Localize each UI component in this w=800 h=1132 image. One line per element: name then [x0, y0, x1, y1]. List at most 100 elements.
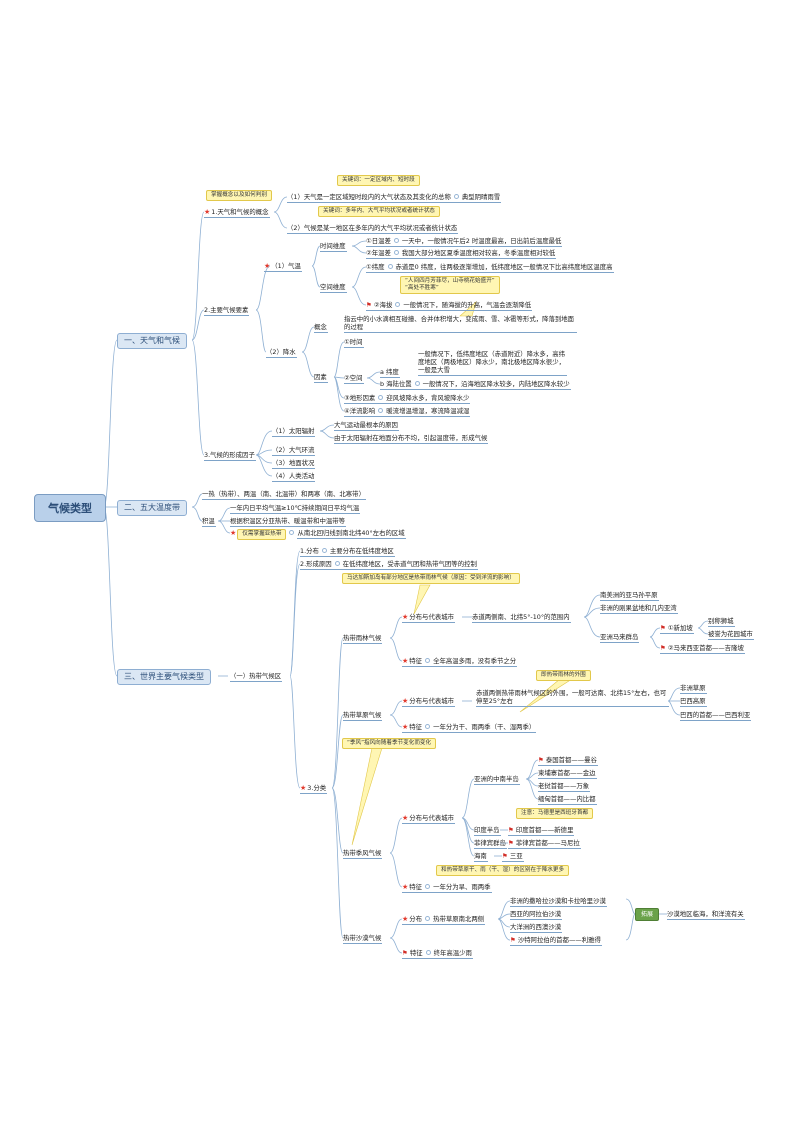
vientiane[interactable]: 老挝首都——万象 — [538, 782, 591, 792]
factor-circulation[interactable]: （2）大气环流 — [272, 446, 316, 456]
elements-node[interactable]: 2.主要气候要素 — [204, 306, 250, 316]
dot-icon — [414, 381, 420, 386]
temp-altitude[interactable]: ⚑②海拔一般情况下，随海拔的升高，气温会逐渐降低 — [366, 301, 533, 311]
prec-sea-land[interactable]: b 海陆位置一般情况下，沿海地区降水较多，内陆地区降水较少 — [380, 380, 571, 390]
rainforest-feature[interactable]: ★特征全年高温多雨，没有季节之分 — [402, 657, 518, 667]
prec-terrain[interactable]: ③地形因素迎风坡降水多，背风坡降水少 — [344, 394, 471, 404]
rainforest-distribution[interactable]: ★分布与代表城市 — [402, 613, 456, 623]
weather-def[interactable]: （1）天气是一定区域短时段内的大气状态及其变化的总称典型阴晴雨雪 — [287, 193, 502, 203]
note-madagascar: 马达加斯加岛有部分地区是热带雨林气候（原因：受到洋流的影响） — [342, 573, 520, 584]
dot-icon — [393, 238, 399, 243]
sahara[interactable]: 非洲的撒哈拉沙漠和卡拉哈里沙漠 — [510, 897, 607, 907]
monsoon-node[interactable]: 热带季风气候 — [343, 849, 383, 859]
singapore-garden[interactable]: 被誉为花园城市 — [708, 630, 754, 640]
sun-detail-2[interactable]: 由于太阳辐射在地面分布不均，引起温度带，形成气候 — [334, 434, 489, 444]
classification-node[interactable]: ★3.分类 — [300, 784, 328, 794]
temp-node[interactable]: ★（1）气温 — [264, 262, 302, 272]
singapore-alias[interactable]: 别称狮城 — [708, 617, 735, 627]
philippines[interactable]: 菲律宾群岛 — [474, 839, 507, 849]
rainforest-range[interactable]: 赤道两侧南、北纬5°-10°的范围内 — [472, 613, 571, 623]
west-australia-desert[interactable]: 大洋洲的西澳沙漠 — [510, 923, 563, 933]
space-dimension[interactable]: 空间维度 — [320, 283, 347, 293]
desert-feature[interactable]: ⚑特征终年高温少雨 — [402, 949, 473, 959]
amazon-plain[interactable]: 南美洲的亚马孙平原 — [600, 591, 659, 601]
brazilian-plateau[interactable]: 巴西高原 — [680, 697, 707, 707]
factors-node[interactable]: 3.气候的形成因子 — [204, 451, 256, 461]
prec-latitude[interactable]: a 纬度 — [380, 368, 400, 378]
flag-icon: ⚑ — [660, 624, 666, 632]
prec-time[interactable]: ①时间 — [344, 338, 364, 348]
dot-icon — [425, 658, 431, 663]
note-rain-difference: 和热带草原干、雨（干、湿）的区别在于降水更多 — [436, 865, 570, 876]
flag-icon: ⚑ — [660, 644, 666, 652]
naypyidaw[interactable]: 缅甸首都——内比都 — [538, 795, 597, 805]
note-climate-keyword: 关键词：多年内、大气平均状况或者统计状态 — [318, 206, 440, 217]
acc-def-1[interactable]: 一年内日平均气温≥10℃持续期间日平均气温 — [230, 504, 361, 514]
star-icon: ★ — [204, 208, 211, 216]
phnom-penh[interactable]: 柬埔寨首都——金边 — [538, 769, 597, 779]
hainan[interactable]: 海南 — [474, 852, 488, 862]
congo-basin[interactable]: 非洲的刚果盆地和几内亚湾 — [600, 604, 678, 614]
five-zones[interactable]: 一热（热带）、两温（南、北温带）和两寒（南、北寒带） — [202, 490, 366, 500]
extension-note[interactable]: 沙漠地区临海，和洋流有关 — [667, 910, 745, 920]
cause-node[interactable]: 2.形成原因在低纬度地区，受赤道气团和热带气团等的控制 — [300, 560, 478, 570]
indian-peninsula[interactable]: 印度半岛 — [474, 826, 501, 836]
rainforest-node[interactable]: 热带雨林气候 — [343, 634, 383, 644]
savanna-node[interactable]: 热带草原气候 — [343, 711, 383, 721]
savanna-range[interactable]: 赤道两侧热带雨林气候区的外围，一般可达南、北纬15°左右，也可伸至25°左右 — [476, 689, 669, 707]
prec-latitude-def[interactable]: 一般情况下，低纬度地区（赤道附近）降水多，高纬度地区（两极地区）降水少，南北极地… — [418, 350, 567, 376]
prec-factors[interactable]: 因素 — [314, 373, 328, 383]
accumulated-temp[interactable]: 积温 — [202, 517, 216, 527]
monsoon-distribution[interactable]: ★分布与代表城市 — [402, 814, 456, 824]
sun-detail-1[interactable]: 大气运动最根本的原因 — [334, 421, 399, 431]
new-delhi[interactable]: ⚑印度首都——新德里 — [508, 826, 575, 836]
prec-ocean[interactable]: ④洋流影响暖流增温增湿，寒流降温减湿 — [344, 407, 471, 417]
temp-latitude[interactable]: ①纬度赤道是0 纬度，往两极逐渐增加，低纬度地区一般情况下比高纬度地区温度高 — [366, 263, 614, 273]
bangkok[interactable]: ⚑泰国首都——曼谷 — [538, 756, 598, 766]
dot-icon — [425, 916, 431, 921]
riyadh[interactable]: ⚑沙特阿拉伯的首都——利雅得 — [510, 936, 602, 946]
monsoon-feature[interactable]: ★特征一年分为旱、雨两季 — [402, 883, 492, 893]
acc-def-2[interactable]: 根据积温区分亚热带、暖温带和中温带等 — [230, 517, 347, 527]
daily-range[interactable]: ①日温差一天中，一般情况午后2 时温度最高，日出前后温度最低 — [366, 237, 563, 247]
flag-icon: ⚑ — [510, 936, 516, 944]
annual-range[interactable]: ②年温差我国大部分地区夏季温度相对较高，冬季温度相对较低 — [366, 249, 557, 259]
singapore-node[interactable]: ⚑①新加坡 — [660, 624, 694, 634]
star-icon: ★ — [264, 262, 271, 270]
prec-space[interactable]: ②空间 — [344, 374, 364, 384]
flag-icon: ⚑ — [366, 301, 372, 309]
desert-node[interactable]: 热带沙漠气候 — [343, 934, 383, 944]
factor-sun[interactable]: （1）太阳辐射 — [272, 427, 316, 437]
root-node[interactable]: 气候类型 — [34, 494, 106, 522]
tropical-zone[interactable]: （一）热带气候区 — [230, 672, 283, 682]
savanna-feature[interactable]: ★特征一年分为干、雨两季（干、湿两季） — [402, 723, 537, 733]
section-world-climate[interactable]: 三、世界主要气候类型 — [117, 669, 211, 685]
desert-distribution[interactable]: ★分布热带草原南北两侧 — [402, 915, 486, 925]
malay-archipelago[interactable]: 亚洲马来群岛 — [600, 633, 640, 643]
star-icon: ★ — [402, 814, 409, 822]
section-weather-climate[interactable]: 一、天气和气候 — [117, 333, 187, 349]
african-savanna[interactable]: 非洲草原 — [680, 684, 707, 694]
distribution-node[interactable]: 1.分布主要分布在低纬度地区 — [300, 547, 395, 557]
prec-concept-def[interactable]: 指云中的小水滴相互碰撞、合并体积增大，变成雨、雪、冰雹等形式，降落到地面的过程 — [344, 315, 577, 333]
dot-icon — [387, 264, 393, 269]
star-icon: ★ — [300, 784, 307, 792]
flag-icon: ⚑ — [502, 852, 508, 860]
savanna-distribution[interactable]: ★分布与代表城市 — [402, 697, 456, 707]
brasilia[interactable]: 巴西的首都——巴西利亚 — [680, 711, 752, 721]
kuala-lumpur[interactable]: ⚑②马来西亚首都——吉隆坡 — [660, 644, 745, 654]
factor-human[interactable]: （4）人类活动 — [272, 472, 316, 482]
indochina[interactable]: 亚洲的中南半岛 — [474, 775, 520, 785]
subtropics-row[interactable]: ★仅需掌握亚热带从南北回归线到南北纬40°左右的区域 — [230, 529, 406, 540]
prec-concept[interactable]: 概念 — [314, 323, 328, 333]
climate-def[interactable]: （2）气候是某一地区在多年内的大气平均状况或者统计状态 — [287, 224, 459, 234]
prec-node[interactable]: （2）降水 — [266, 348, 297, 358]
sanya[interactable]: ⚑三亚 — [502, 852, 524, 862]
section-temperature-zones[interactable]: 二、五大温度带 — [117, 500, 187, 516]
time-dimension[interactable]: 时间维度 — [320, 242, 347, 252]
dot-icon — [334, 561, 340, 566]
concept-node[interactable]: ★1.天气和气候的概念 — [204, 208, 270, 218]
factor-terrain[interactable]: （3）地面状况 — [272, 459, 316, 469]
arabian-desert[interactable]: 西亚的阿拉伯沙漠 — [510, 910, 563, 920]
manila[interactable]: ⚑菲律宾首都——马尼拉 — [508, 839, 581, 849]
